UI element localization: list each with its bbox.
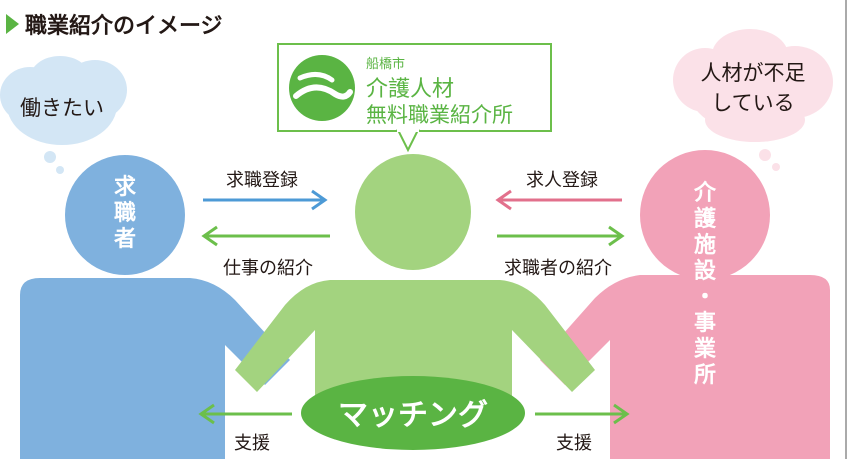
arrow-job-introduction: 仕事の紹介 bbox=[201, 225, 330, 279]
figure-right-char-2: 護 bbox=[694, 206, 717, 232]
bubble-left-text: 働きたい bbox=[20, 96, 104, 120]
label-job-registration: 求職登録 bbox=[226, 170, 298, 191]
label-support-left: 支援 bbox=[234, 433, 270, 454]
label-job-introduction: 仕事の紹介 bbox=[223, 258, 313, 279]
figure-right-char-3: 施 bbox=[694, 232, 716, 258]
label-staff-registration: 求人登録 bbox=[526, 170, 598, 191]
figure-right-char-6: 事 bbox=[694, 310, 716, 336]
label-support-right: 支援 bbox=[556, 433, 592, 454]
handshake-logo-icon bbox=[289, 55, 355, 121]
arrow-support-left: 支援 bbox=[198, 403, 292, 454]
logo-line1: 介護人材 bbox=[366, 77, 454, 102]
thought-bubble-right: 人材が不足 している bbox=[673, 29, 833, 171]
matching-text: マッチング bbox=[338, 398, 488, 433]
heading-triangle-icon bbox=[6, 14, 19, 34]
logo-box: 船橋市 介護人材 無料職業紹介所 bbox=[277, 43, 552, 153]
arrow-staff-registration: 求人登録 bbox=[495, 170, 622, 211]
heading: 職業紹介のイメージ bbox=[25, 13, 223, 39]
figure-right-char-1: 介 bbox=[693, 180, 717, 206]
figure-right-char-7: 業 bbox=[694, 337, 717, 362]
figure-right-char-8: 所 bbox=[694, 363, 716, 388]
figure-right-char-4: 設 bbox=[694, 258, 717, 284]
logo-city: 船橋市 bbox=[366, 56, 405, 72]
label-applicant-introduction: 求職者の紹介 bbox=[504, 258, 612, 279]
thought-bubble-left: 働きたい bbox=[0, 56, 127, 174]
figure-right-char-5: ・ bbox=[694, 285, 716, 310]
bubble-right-line2: している bbox=[711, 91, 794, 115]
bubble-right-line1: 人材が不足 bbox=[701, 61, 806, 85]
figure-left-char-2: 職 bbox=[114, 200, 136, 226]
figure-left-char-1: 求 bbox=[114, 175, 136, 200]
matching-badge: マッチング bbox=[301, 376, 525, 450]
arrow-support-right: 支援 bbox=[535, 403, 630, 454]
logo-line2: 無料職業紹介所 bbox=[366, 103, 513, 127]
arrow-job-registration: 求職登録 bbox=[203, 170, 328, 211]
office-figure bbox=[235, 154, 595, 400]
figure-left-char-3: 者 bbox=[113, 227, 136, 252]
arrow-applicant-introduction: 求職者の紹介 bbox=[497, 225, 625, 279]
